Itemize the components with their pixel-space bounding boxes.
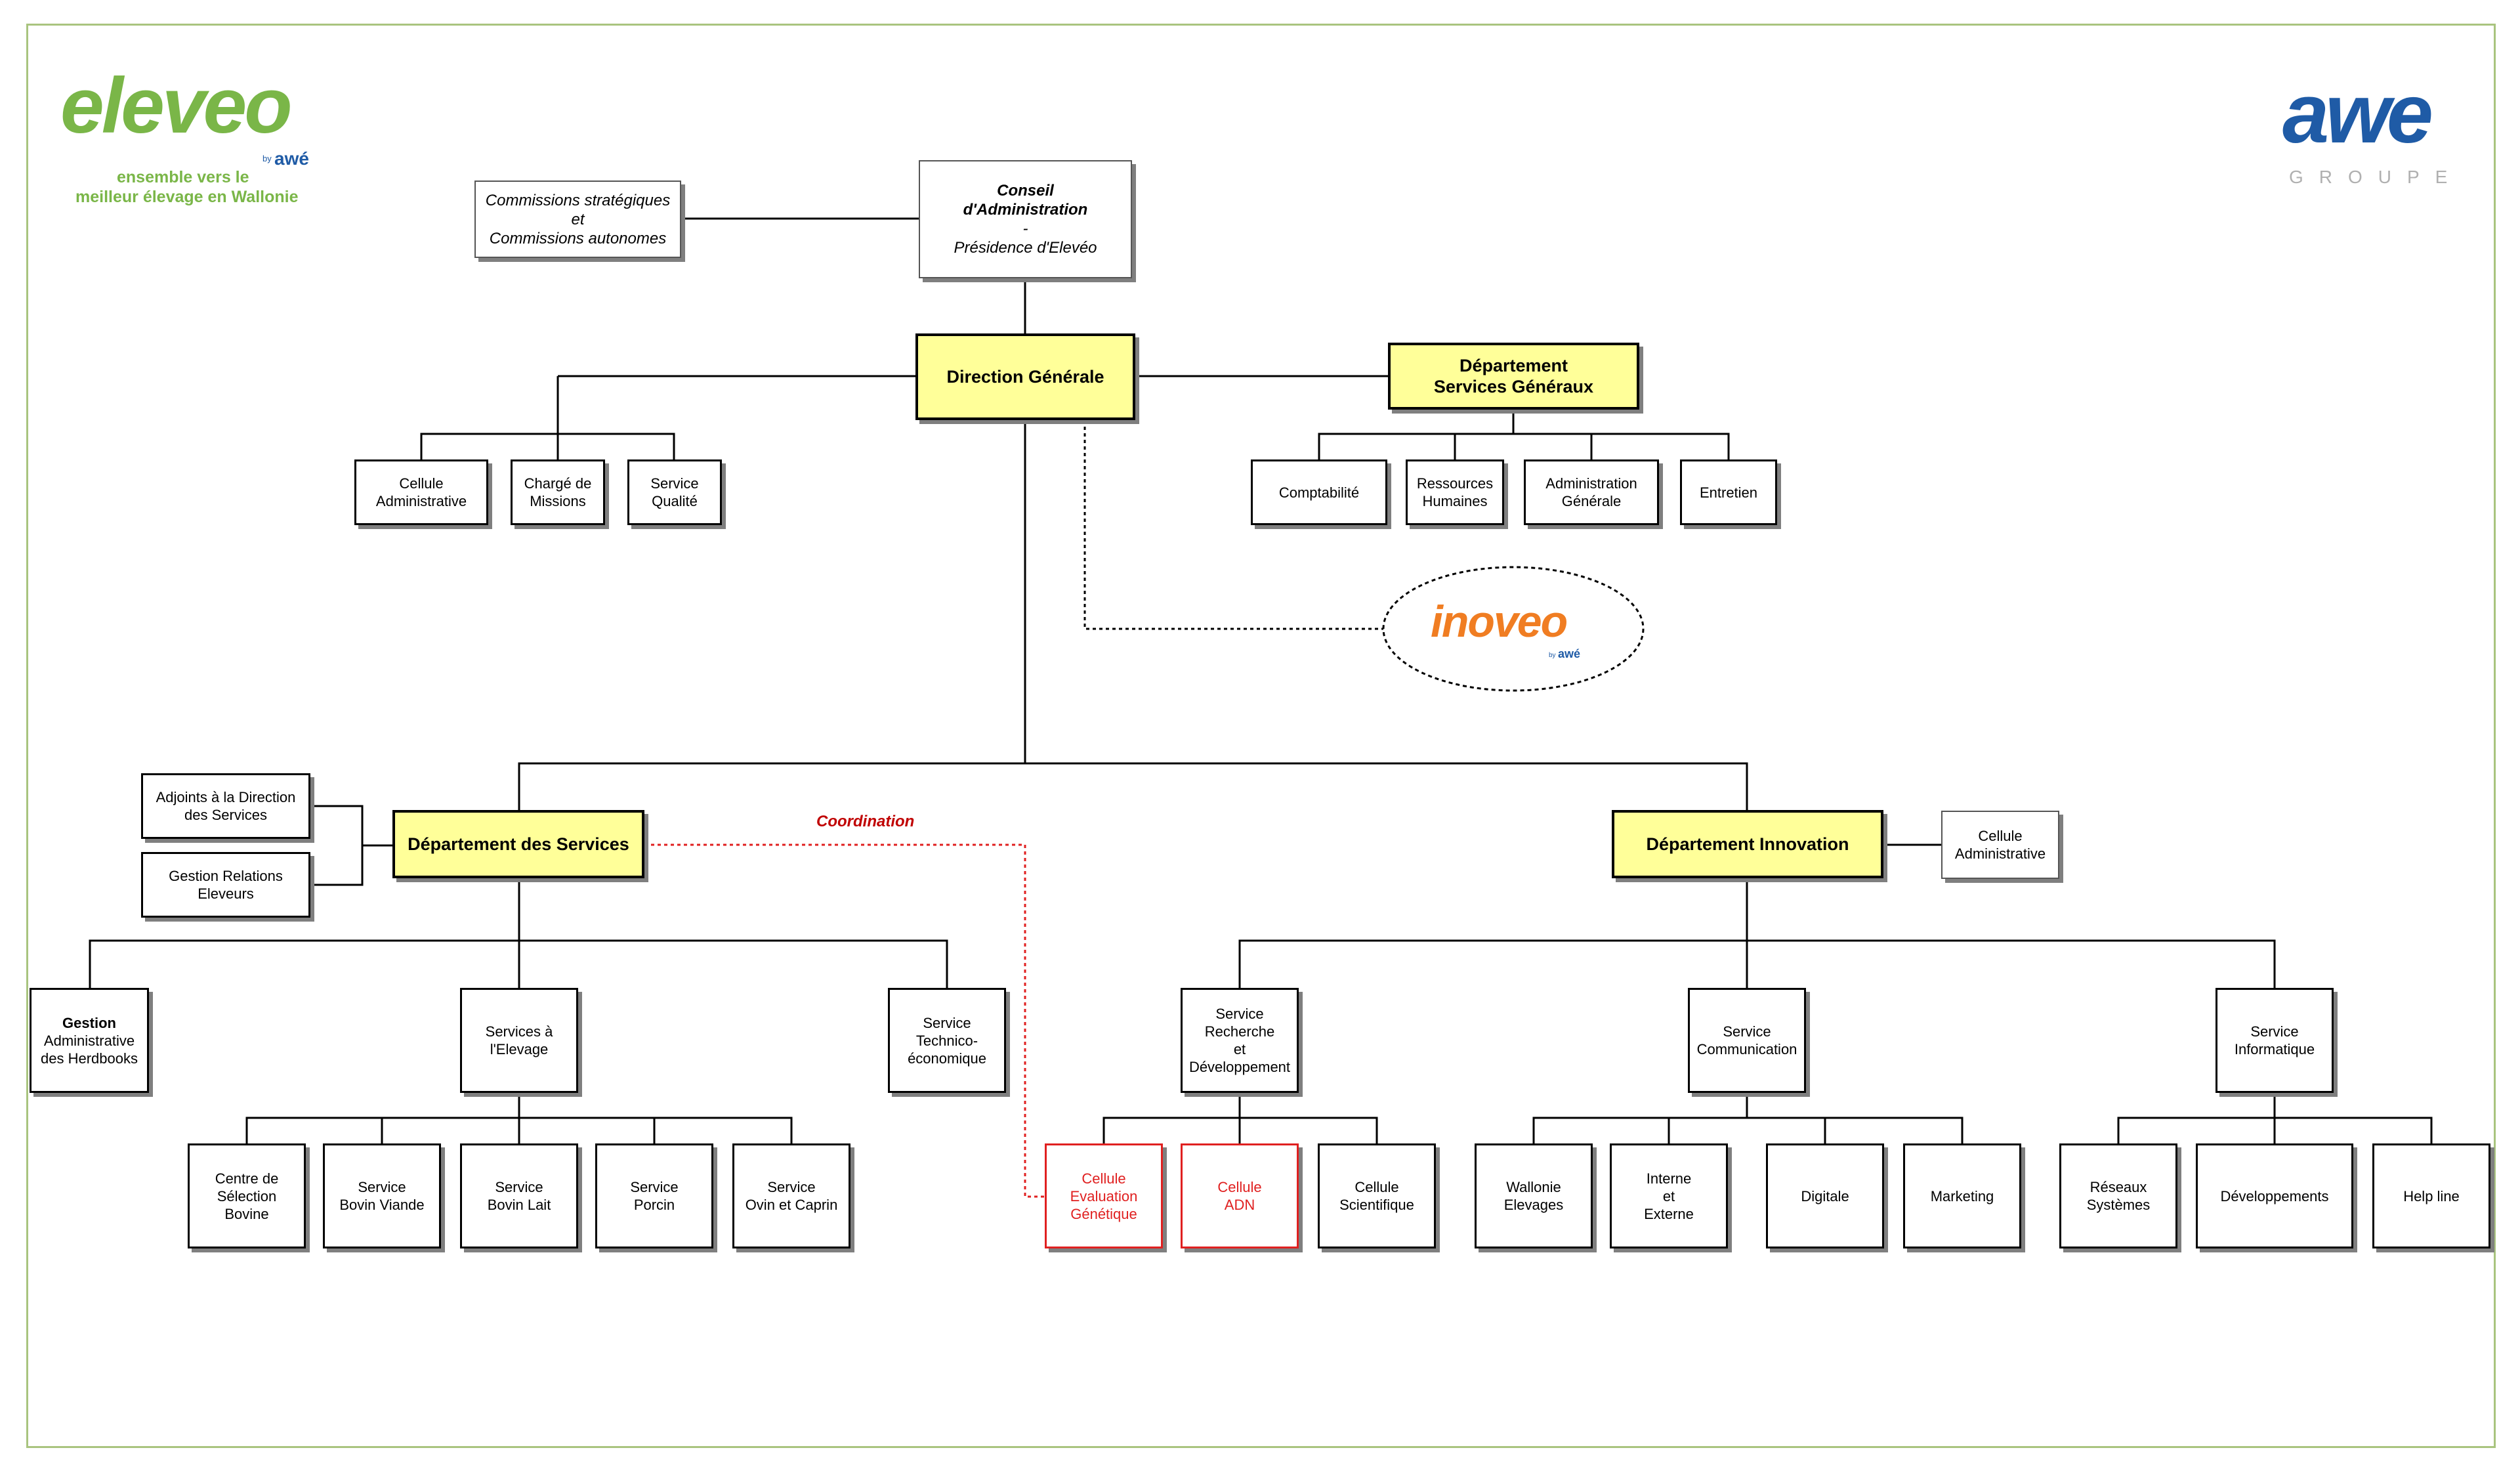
- connector-adjoints: [310, 805, 364, 886]
- page-frame: [26, 24, 2496, 1448]
- connector-inoveo-dotted: [1083, 420, 1383, 630]
- bus-communication: [1532, 1117, 1964, 1143]
- box-developpements: Développements: [2196, 1143, 2353, 1248]
- awe-logo-sub: GROUPE: [2289, 167, 2464, 187]
- coordination-link: [644, 843, 1045, 1198]
- box-entretien: Entretien: [1680, 459, 1777, 525]
- inoveo-logo-mark: awé: [1558, 647, 1581, 660]
- bus-dsg: [1318, 433, 1730, 459]
- box-direction-generale: Direction Générale: [915, 333, 1135, 420]
- bus-dg-staff: [420, 433, 675, 459]
- inoveo-logo-name: inoveo: [1431, 597, 1568, 647]
- eleveo-logo-mark: awé: [274, 148, 309, 169]
- awe-logo-name: awe: [2282, 67, 2433, 161]
- coordination-label: Coordination: [816, 813, 915, 830]
- eleveo-logo-name: eleveo: [60, 62, 293, 150]
- bus-departments: [518, 762, 1748, 810]
- eleveo-tagline-1: ensemble vers le: [117, 168, 249, 186]
- box-marketing: Marketing: [1903, 1143, 2021, 1248]
- bus-dept-innovation: [1238, 939, 2276, 988]
- box-comptabilite: Comptabilité: [1251, 459, 1387, 525]
- box-digitale: Digitale: [1766, 1143, 1884, 1248]
- eleveo-logo-by: by: [262, 154, 272, 163]
- box-departement-des-services: Département des Services: [392, 810, 644, 878]
- inoveo-ellipse: [1382, 566, 1645, 692]
- inoveo-logo-by: by: [1549, 652, 1556, 659]
- box-departement-innovation: Département Innovation: [1612, 810, 1883, 878]
- box-help-line: Help line: [2372, 1143, 2490, 1248]
- eleveo-tagline-2: meilleur élevage en Wallonie: [75, 188, 299, 206]
